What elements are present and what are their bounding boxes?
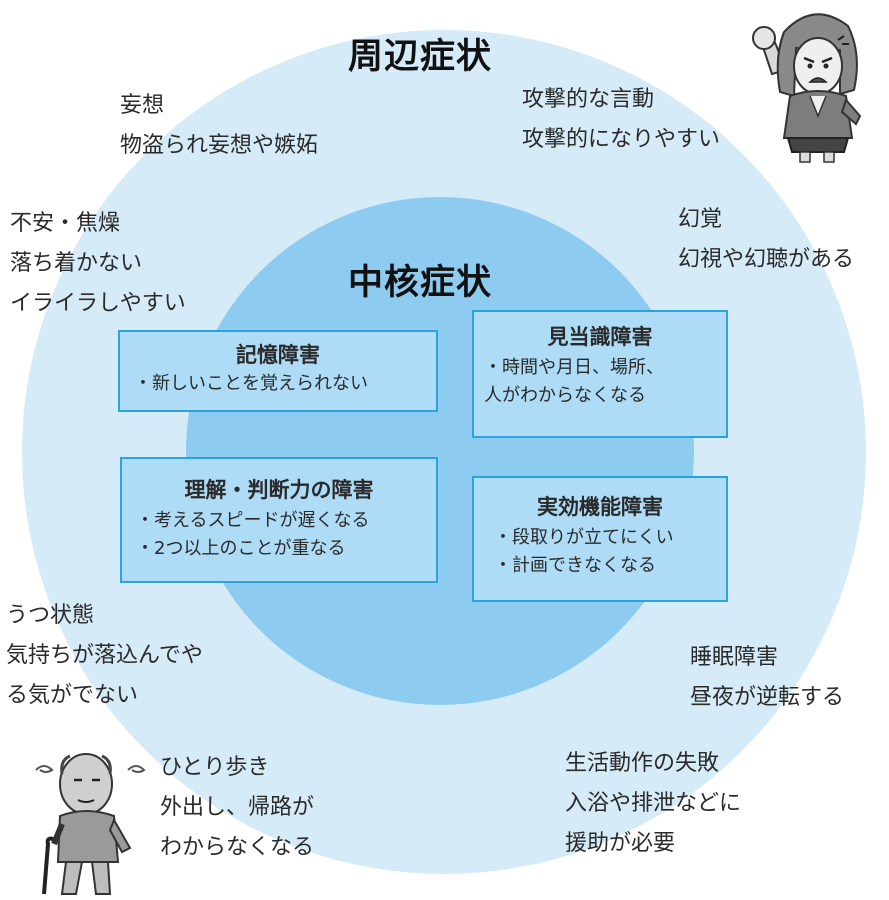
core-memory-desc: ・新しいことを覚えられない <box>134 373 368 394</box>
core-orientation-title: 見当識障害 <box>547 325 653 349</box>
symptom-adl-failure: 生活動作の失敗 入浴や排泄などに 援助が必要 <box>565 744 741 864</box>
symptom-anxiety: 不安・焦燥 落ち着かない イライラしやすい <box>10 204 186 324</box>
symptom-hallucination-desc: 幻視や幻聴がある <box>678 247 855 272</box>
symptom-wandering-desc-2: わからなくなる <box>160 835 315 860</box>
symptom-depression-desc-2: る気がでない <box>6 683 139 708</box>
inner-circle-core-symptoms <box>186 197 694 705</box>
symptom-wandering-title: ひとり歩き <box>160 755 270 780</box>
core-box-memory: 記憶障害 ・新しいことを覚えられない <box>118 330 438 412</box>
symptom-hallucination-title: 幻覚 <box>678 207 723 232</box>
symptom-anxiety-title: 不安・焦燥 <box>10 211 121 236</box>
symptom-aggression: 攻撃的な言動 攻撃的になりやすい <box>522 80 720 160</box>
symptom-adl-desc-2: 援助が必要 <box>565 831 676 856</box>
symptom-hallucination: 幻覚 幻視や幻聴がある <box>678 200 854 280</box>
elderly-man-with-cane-illustration-icon <box>35 753 146 895</box>
symptom-aggression-desc: 攻撃的になりやすい <box>522 127 721 152</box>
symptom-adl-title: 生活動作の失敗 <box>565 751 720 776</box>
core-orientation-desc-2: 人がわからなくなる <box>484 385 646 406</box>
core-judgment-desc-2: ・2つ以上のことが重なる <box>136 538 346 559</box>
core-judgment-title: 理解・判断力の障害 <box>184 478 374 502</box>
symptom-delusion-title: 妄想 <box>120 93 165 118</box>
core-box-executive: 実効機能障害 ・段取りが立てにくい ・計画できなくなる <box>472 476 728 602</box>
core-executive-desc-2: ・計画できなくなる <box>494 555 656 576</box>
symptom-depression-title: うつ状態 <box>6 603 95 628</box>
angry-woman-illustration-icon <box>752 13 862 163</box>
symptom-anxiety-desc-1: 落ち着かない <box>10 251 143 276</box>
core-box-judgment: 理解・判断力の障害 ・考えるスピードが遅くなる ・2つ以上のことが重なる <box>120 457 438 583</box>
symptom-aggression-title: 攻撃的な言動 <box>522 87 655 112</box>
core-symptoms-title: 中核症状 <box>348 263 493 303</box>
symptom-wandering: ひとり歩き 外出し、帰路が わからなくなる <box>160 748 314 868</box>
core-memory-title: 記憶障害 <box>236 343 320 367</box>
symptom-sleep-disorder: 睡眠障害 昼夜が逆転する <box>690 638 844 718</box>
symptom-depression: うつ状態 気持ちが落込んでや る気がでない <box>6 596 203 716</box>
symptom-anxiety-desc-2: イライラしやすい <box>10 291 186 316</box>
core-orientation-desc-1: ・時間や月日、場所、 <box>484 357 664 378</box>
symptom-wandering-desc-1: 外出し、帰路が <box>160 795 315 820</box>
symptom-sleep-desc: 昼夜が逆転する <box>690 685 845 710</box>
symptom-depression-desc-1: 気持ちが落込んでや <box>6 643 203 668</box>
symptom-sleep-title: 睡眠障害 <box>690 645 779 670</box>
symptom-adl-desc-1: 入浴や排泄などに <box>565 791 742 816</box>
core-box-orientation: 見当識障害 ・時間や月日、場所、 人がわからなくなる <box>472 310 728 438</box>
peripheral-symptoms-title: 周辺症状 <box>348 37 493 77</box>
symptom-delusion-desc: 物盗られ妄想や嫉妬 <box>120 133 319 158</box>
core-executive-desc-1: ・段取りが立てにくい <box>494 527 674 548</box>
symptom-delusion: 妄想 物盗られ妄想や嫉妬 <box>120 86 318 166</box>
core-executive-title: 実効機能障害 <box>537 495 663 519</box>
core-judgment-desc-1: ・考えるスピードが遅くなる <box>136 510 370 531</box>
